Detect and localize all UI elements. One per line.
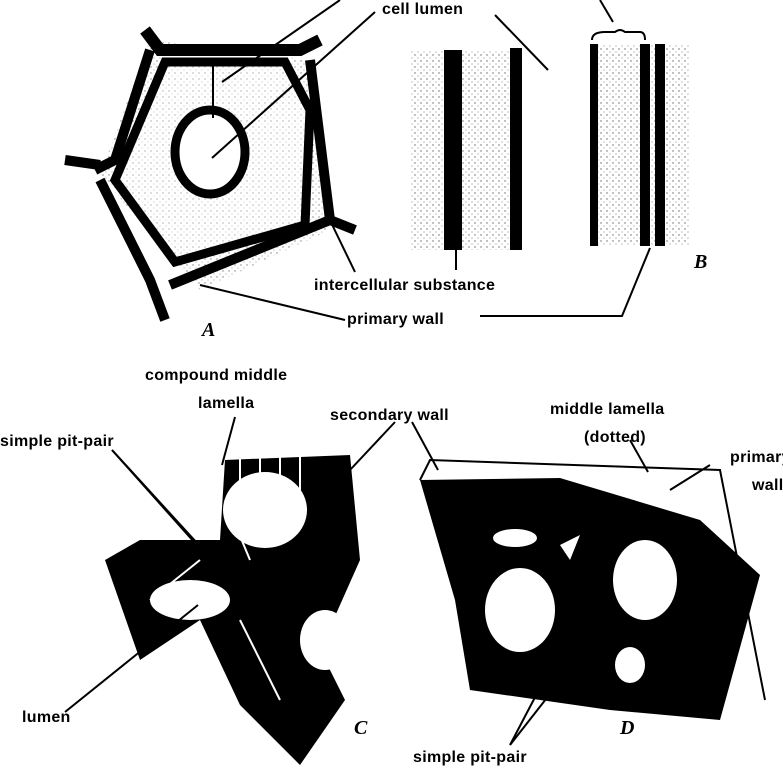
panel-label-d: D: [620, 717, 635, 739]
label-secondary-wall: secondary wall: [330, 407, 449, 424]
label-middle-lamella-dotted: (dotted): [584, 429, 646, 446]
label-compound-middle-lamella-2: lamella: [198, 395, 255, 412]
label-simple-pit-pair-bottom: simple pit-pair: [413, 749, 527, 766]
label-cell-lumen: cell lumen: [382, 1, 464, 18]
panel-a-cell: [64, 0, 376, 322]
panel-label-c: C: [354, 717, 368, 739]
label-simple-pit-pair-left: simple pit-pair: [0, 433, 114, 450]
panel-c-cells: [64, 416, 396, 765]
label-primary-wall: primary wall: [347, 311, 444, 328]
panel-label-a: A: [202, 319, 216, 341]
label-primary-wall-right-2: wall: [752, 477, 783, 494]
panel-b-wall-sections: [410, 0, 690, 317]
label-intercellular-substance: intercellular substance: [314, 277, 496, 294]
panel-label-b: B: [694, 251, 708, 273]
label-compound-middle-lamella: compound middle: [145, 367, 288, 384]
label-lumen: lumen: [22, 709, 71, 726]
label-primary-wall-right: primary: [730, 449, 783, 466]
label-middle-lamella: middle lamella: [550, 401, 665, 418]
panel-d-cells: [411, 421, 766, 746]
